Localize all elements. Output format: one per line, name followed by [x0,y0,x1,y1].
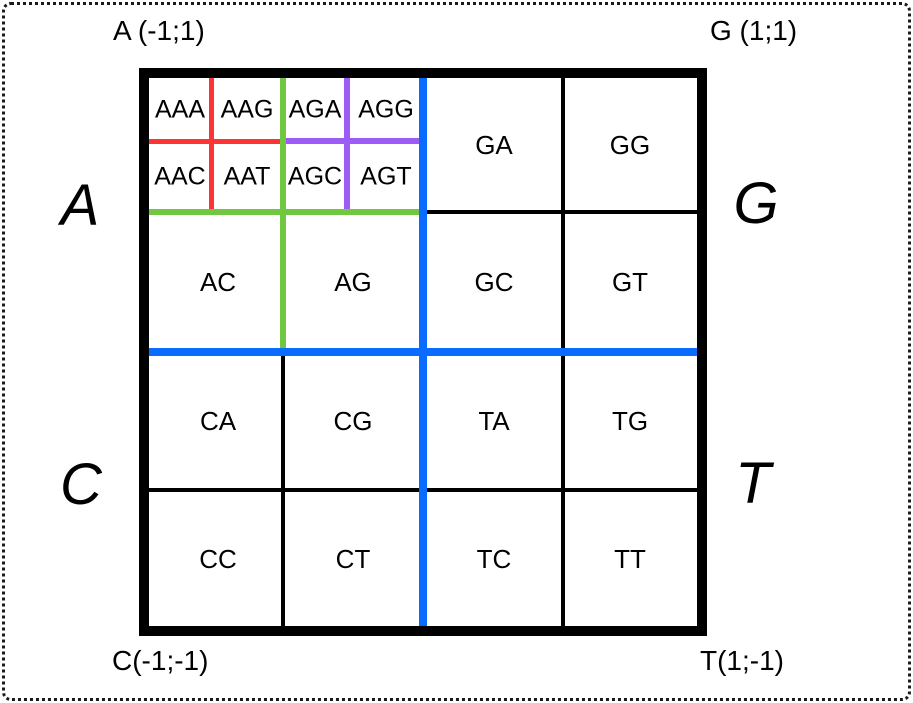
cell-label-aga: AGA [288,95,342,124]
red-vertical-aa-divider [209,78,214,212]
cell-label-aag: AAG [220,95,274,124]
green-vertical-a-divider [280,78,286,352]
cell-label-gt: GT [611,267,649,297]
cell-label-aat: AAT [223,162,271,191]
cell-label-gc: GC [474,267,514,297]
cell-label-cc: CC [199,544,237,574]
corner-coordinate-c: C(-1;-1) [112,645,209,676]
green-horizontal-a-divider [149,209,423,215]
cell-label-aac: AAC [154,162,206,191]
black-vertical-c-quadrant [281,352,285,626]
cell-label-tg: TG [611,406,649,436]
cell-label-ct: CT [335,544,371,574]
cell-label-cg: CG [333,406,373,436]
cell-label-ga: GA [475,130,513,160]
corner-coordinate-a: A (-1;1) [113,15,205,46]
quadrant-letter-t: T [735,451,771,516]
corner-coordinate-g: G (1;1) [710,15,798,46]
red-horizontal-aa-divider [149,139,283,144]
quadrant-letter-g: G [733,171,779,236]
cell-label-tc: TC [476,544,512,574]
black-horizontal-g-quadrant [423,210,697,214]
cell-label-ta: TA [478,406,510,436]
quadrant-letter-c: C [60,452,102,517]
cell-label-gg: GG [609,130,651,160]
quadrant-letter-a: A [60,173,100,238]
cell-label-agg: AGG [358,95,414,124]
cell-label-ag: AG [334,267,372,297]
cell-label-ca: CA [199,406,237,436]
cell-label-aaa: AAA [154,95,206,124]
purple-horizontal-ag-divider [283,138,423,144]
cell-label-tt: TT [614,544,646,574]
cell-label-agt: AGT [360,162,412,191]
corner-coordinate-t: T(1;-1) [700,645,784,676]
cell-label-agc: AGC [287,162,343,191]
purple-vertical-ag-divider [344,78,350,212]
blue-vertical-main-divider [419,78,427,626]
cell-label-ac: AC [199,267,237,297]
